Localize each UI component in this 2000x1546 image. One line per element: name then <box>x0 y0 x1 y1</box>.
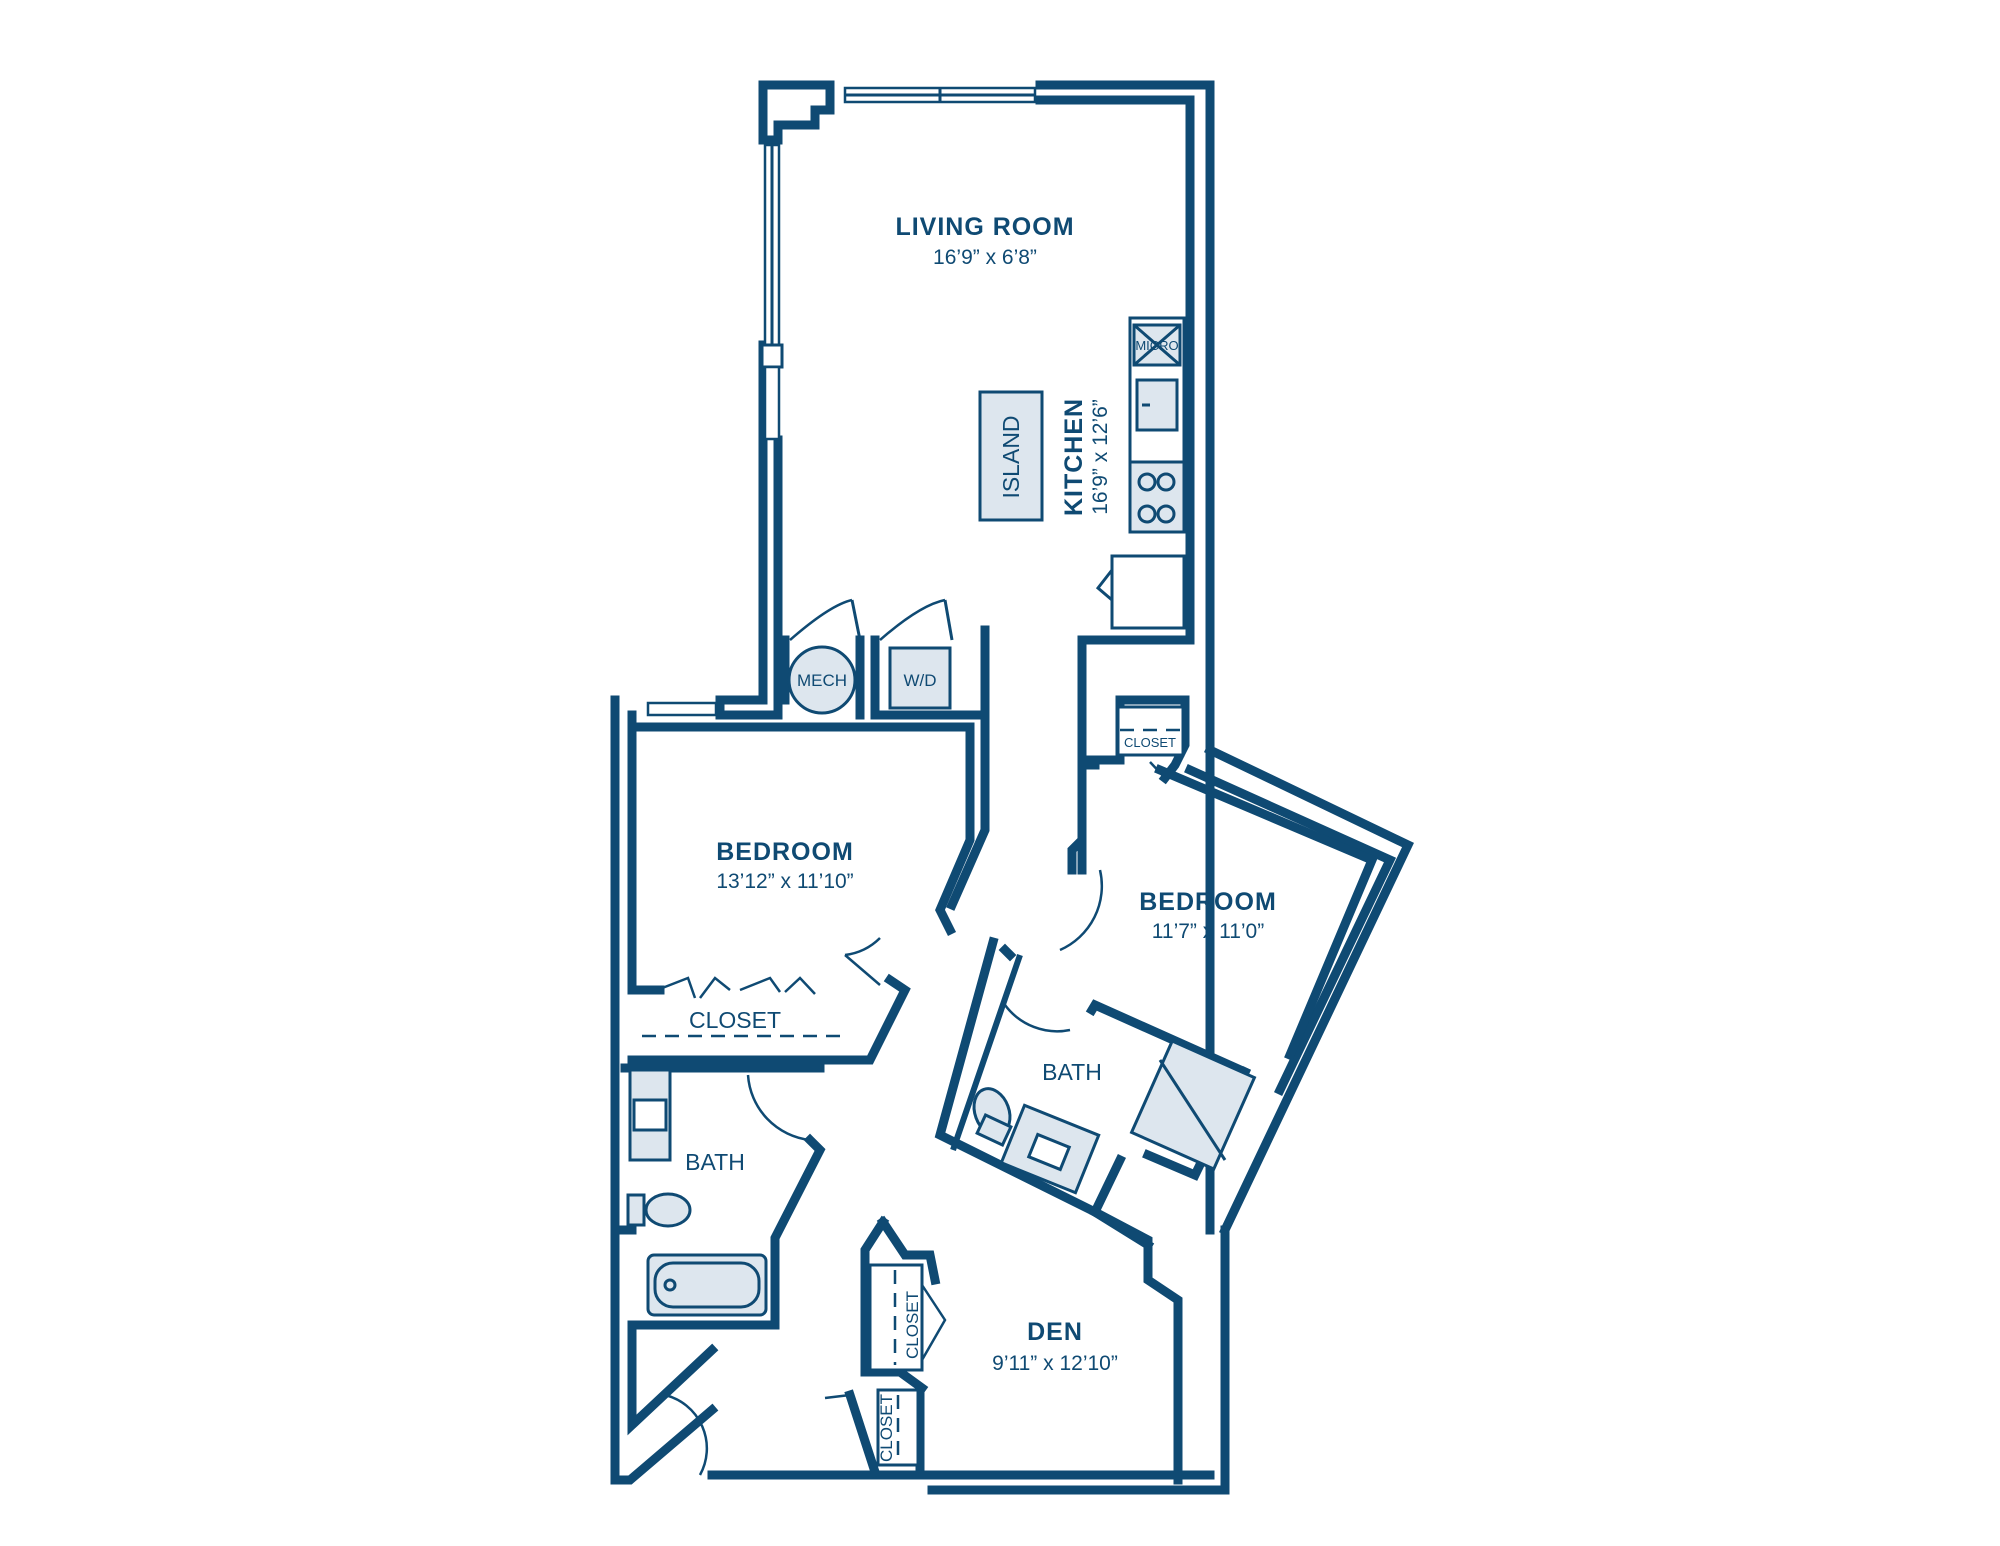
bath-right-fixtures <box>972 869 1257 1195</box>
closet-den-lower-label: CLOSET <box>877 1394 896 1462</box>
washer-dryer <box>888 646 952 710</box>
bath-right-label: BATH <box>1042 1059 1102 1085</box>
room-labels: LIVING ROOM 16’9” x 6’8” KITCHEN 16’9” x… <box>685 213 1277 1462</box>
exterior-walls <box>610 80 1414 1495</box>
bedroom-right-closet <box>1116 705 1185 779</box>
island <box>978 390 1044 522</box>
utility-fixtures <box>787 598 954 715</box>
bedroom-left-closet <box>642 937 881 1038</box>
micro-label: MICRO <box>1135 338 1178 353</box>
island-label: ISLAND <box>998 415 1024 498</box>
kitchen-dims: 16’9” x 12’6” <box>1089 399 1112 515</box>
closet-den-upper-label: CLOSET <box>903 1291 922 1359</box>
entry-door <box>664 1393 709 1476</box>
bedroom-left-dims: 13’12” x 11’10” <box>716 870 853 893</box>
window-left-lower <box>763 365 781 441</box>
bedroom-right-name: BEDROOM <box>1139 888 1277 916</box>
toilet-left <box>644 1192 692 1228</box>
bedroom-left-name: BEDROOM <box>716 838 854 866</box>
windows <box>646 86 1037 717</box>
bath-left-label: BATH <box>685 1149 745 1175</box>
bedroom-right-dims: 11’7” x 11’0” <box>1152 920 1264 943</box>
closet-bedroom-left-label: CLOSET <box>689 1007 781 1033</box>
cooktop <box>1128 460 1186 534</box>
den-closets <box>824 1263 947 1467</box>
den-name: DEN <box>1027 1318 1083 1346</box>
kitchen-fixtures <box>978 316 1186 630</box>
refrigerator <box>1110 554 1186 630</box>
kitchen-name: KITCHEN <box>1060 398 1088 516</box>
mech-label: MECH <box>797 671 847 690</box>
interior-walls <box>620 305 1378 1485</box>
bath-left-fixtures <box>626 1068 811 1317</box>
wd-label: W/D <box>903 671 936 690</box>
window-bedroom <box>646 701 718 717</box>
living-room-dims: 16’9” x 6’8” <box>933 246 1037 269</box>
closet-top-label: CLOSET <box>1124 735 1176 750</box>
mech-unit <box>787 645 857 715</box>
den-dims: 9’11” x 12’10” <box>992 1352 1118 1375</box>
living-room-name: LIVING ROOM <box>895 213 1074 241</box>
shower-right <box>1129 1039 1257 1171</box>
